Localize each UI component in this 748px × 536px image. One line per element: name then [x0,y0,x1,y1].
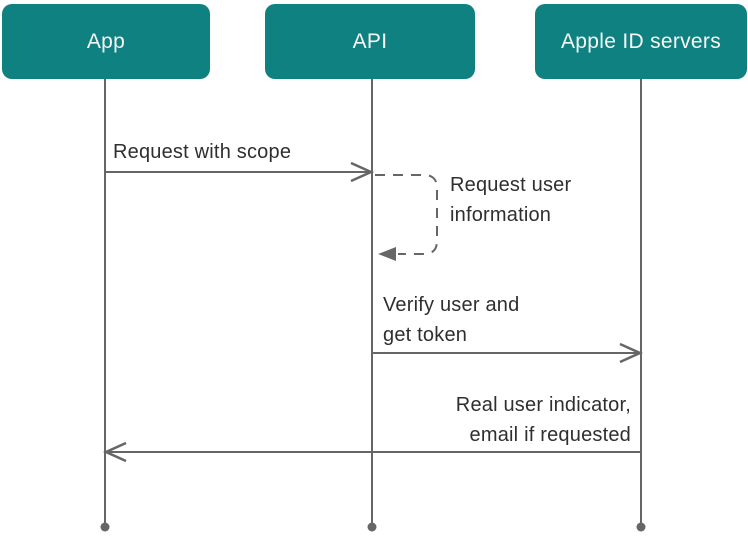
arrowhead-real-user-indicator [102,441,127,463]
lifeline-end-dot-apple-id-servers [636,522,646,532]
actor-label-app: App [86,29,126,53]
message-label-line: Request with scope [113,141,292,163]
actor-label-api: API [352,29,388,53]
message-label-line: email if requested [469,424,631,446]
arrowhead-request-with-scope [350,161,375,183]
message-label-line: Real user indicator, [455,394,631,416]
lifeline-end-dot-api [367,522,377,532]
message-label-verify-user-get-token: Verify user and get token [383,290,519,350]
actor-box-apple-id-servers: Apple ID servers [535,4,747,79]
message-label-request-user-information: Request user information [450,170,571,230]
actor-box-api: API [265,4,475,79]
actor-box-app: App [2,4,210,79]
message-label-line: Request user [450,174,572,196]
message-label-request-with-scope: Request with scope [113,139,291,165]
arrowhead-request-user-information [378,247,396,261]
arrowhead-verify-user-get-token [619,342,644,364]
actor-label-apple-id-servers: Apple ID servers [560,29,722,53]
message-label-line: information [450,204,552,226]
message-label-real-user-indicator: Real user indicator, email if requested [456,390,631,450]
message-label-line: get token [383,324,468,346]
lifeline-end-dot-app [100,522,110,532]
message-arrow-request-user-information [375,174,438,255]
message-label-line: Verify user and [383,294,520,316]
